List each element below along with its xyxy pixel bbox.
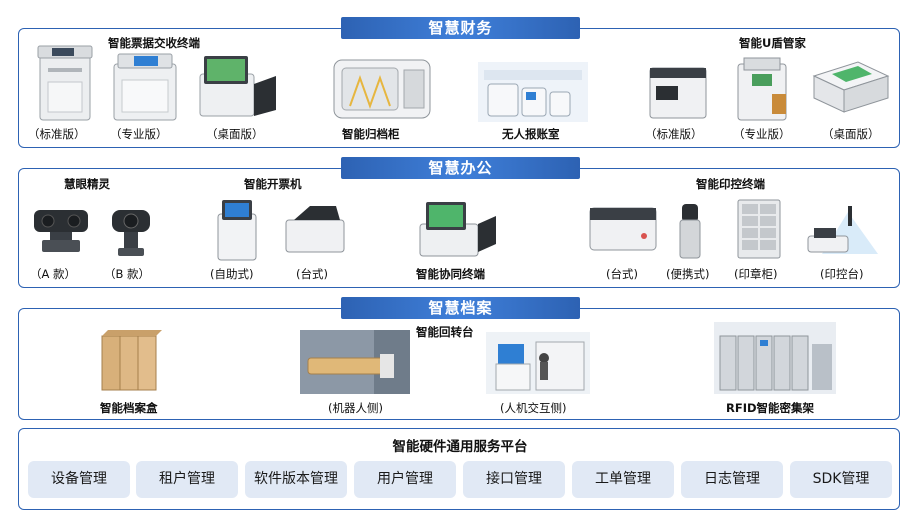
collab-terminal-image — [419, 202, 496, 257]
receipt-terminal-title: 智能票据交收终端 — [108, 36, 200, 50]
office-banner: 智慧办公 — [341, 157, 580, 179]
ukey-pro-label: （专业版） — [733, 127, 791, 141]
platform-panel: 智能硬件通用服务平台 设备管理 租户管理 软件版本管理 用户管理 接口管理 工单… — [18, 428, 900, 510]
collab-terminal-label: 智能协同终端 — [416, 267, 485, 281]
seal-desk-image — [589, 207, 657, 251]
receipt-terminal-pro-image — [113, 53, 177, 121]
service-sdk-management[interactable]: SDK管理 — [790, 461, 892, 498]
rfid-shelf-label: RFID智能密集架 — [726, 401, 815, 415]
ukey-title: 智能U盾管家 — [739, 36, 806, 50]
rfid-shelf-image — [714, 322, 836, 394]
invoicing-self-label: (自助式) — [210, 267, 254, 281]
service-user-management[interactable]: 用户管理 — [354, 461, 456, 498]
receipt-terminal-desktop-image — [199, 56, 276, 117]
smart-eye-title: 慧眼精灵 — [64, 177, 110, 191]
ukey-standard-label: （标准版） — [645, 127, 703, 141]
rotary-title: 智能回转台 — [416, 325, 474, 339]
seal-table-label: (印控台) — [820, 267, 864, 281]
receipt-terminal-standard-image — [37, 45, 93, 121]
seal-title: 智能印控终端 — [696, 177, 765, 191]
smart-eye-b-label: （B 款） — [104, 267, 151, 281]
receipt-standard-label: （标准版） — [28, 127, 86, 141]
rotary-human-label: (人机交互侧) — [500, 401, 567, 415]
smart-eye-b-image — [112, 210, 150, 256]
seal-portable-image — [679, 204, 701, 259]
smart-eye-a-image — [34, 210, 88, 252]
receipt-desktop-label: （桌面版） — [206, 127, 264, 141]
service-log-management[interactable]: 日志管理 — [681, 461, 783, 498]
archive-cabinet-label: 智能归档柜 — [342, 127, 400, 141]
invoicing-title: 智能开票机 — [244, 177, 302, 191]
unmanned-room-label: 无人报账室 — [502, 127, 560, 141]
invoicing-self-image — [217, 200, 257, 261]
seal-cabinet-label: (印章柜) — [734, 267, 778, 281]
rotary-human-image — [486, 332, 590, 394]
seal-table-image — [807, 206, 878, 254]
ukey-pro-image — [737, 57, 787, 121]
archive-box-image — [101, 330, 162, 391]
seal-desk-label: (台式) — [606, 267, 638, 281]
invoicing-desk-image — [285, 206, 345, 253]
service-interface-management[interactable]: 接口管理 — [463, 461, 565, 498]
ukey-desktop-image — [812, 61, 890, 113]
receipt-pro-label: （专业版） — [110, 127, 168, 141]
archive-banner: 智慧档案 — [341, 297, 580, 319]
finance-banner: 智慧财务 — [341, 17, 580, 39]
ukey-desktop-label: （桌面版） — [822, 127, 880, 141]
seal-cabinet-image — [737, 199, 781, 259]
service-tenant-management[interactable]: 租户管理 — [136, 461, 238, 498]
smart-eye-a-label: （A 款） — [30, 267, 77, 281]
archive-box-label: 智能档案盒 — [100, 401, 158, 415]
archive-cabinet-image — [333, 59, 431, 119]
ukey-standard-image — [649, 67, 707, 119]
unmanned-room-image — [478, 62, 588, 122]
platform-title: 智能硬件通用服务平台 — [392, 439, 528, 455]
invoicing-desk-label: (台式) — [296, 267, 328, 281]
seal-portable-label: (便携式) — [666, 267, 710, 281]
service-software-version-management[interactable]: 软件版本管理 — [245, 461, 347, 498]
rotary-robot-image — [300, 330, 410, 394]
service-device-management[interactable]: 设备管理 — [28, 461, 130, 498]
rotary-robot-label: (机器人侧) — [328, 401, 383, 415]
service-work-order-management[interactable]: 工单管理 — [572, 461, 674, 498]
